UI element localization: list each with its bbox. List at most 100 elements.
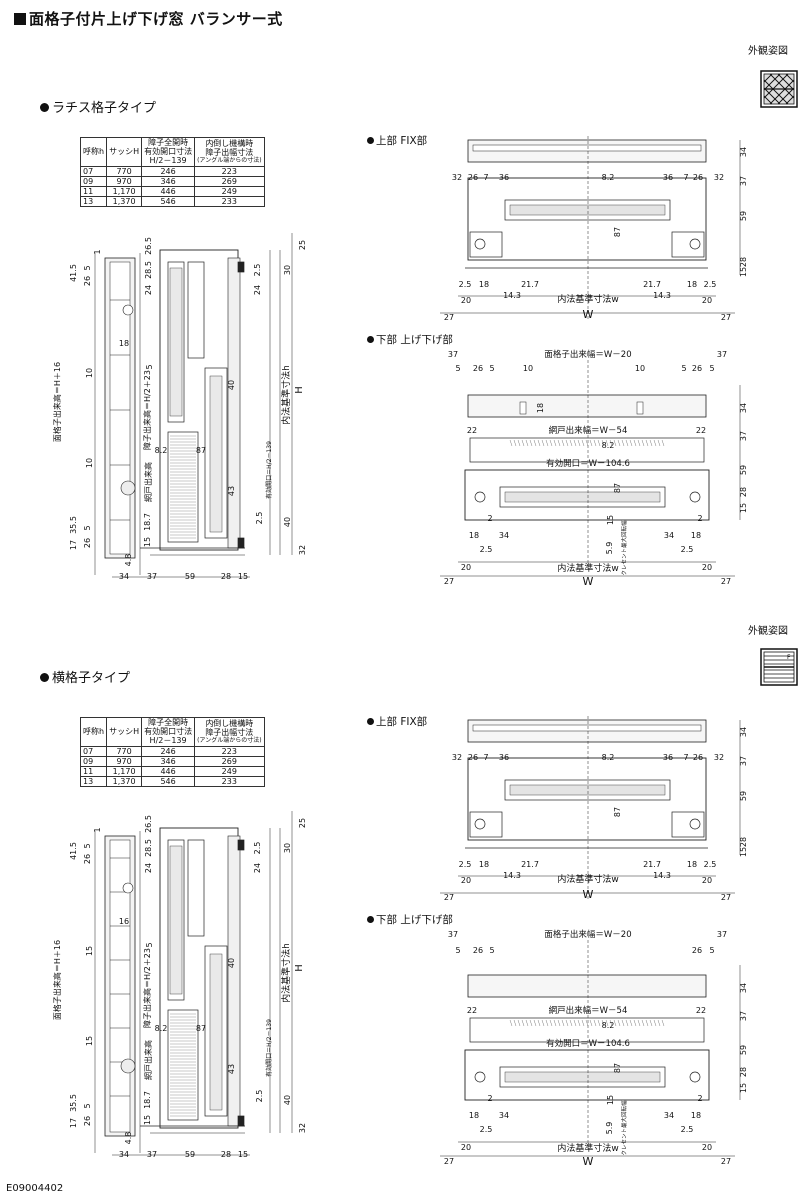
dim-label: 35.5	[69, 516, 78, 534]
screen-frame	[469, 1017, 705, 1043]
screen-mesh-line	[597, 1019, 601, 1027]
dim-label: 2.5	[480, 1125, 493, 1134]
dim-label: 37	[717, 350, 727, 359]
dim-label: 18	[687, 280, 697, 289]
cell: 1,370	[106, 196, 143, 208]
fixing-screw-icon	[237, 537, 245, 549]
screen-mesh-line	[633, 1019, 637, 1027]
screen-mesh-line	[645, 1019, 649, 1027]
bullet-icon	[40, 103, 49, 112]
sash-glass	[504, 1071, 661, 1083]
screen-mesh-line	[549, 439, 553, 447]
dim-label: 24	[253, 285, 262, 295]
dim-label: 2.5	[704, 280, 717, 289]
dim-label: 22	[467, 1006, 477, 1015]
vertical-label: 網戸出来高	[143, 1040, 153, 1080]
lower-glass	[209, 953, 223, 1111]
cell: 970	[106, 175, 143, 187]
bullet-icon	[367, 137, 374, 144]
dim-label: 7	[683, 753, 688, 762]
screen-mesh-line	[541, 439, 545, 447]
dim-label: 36	[499, 173, 509, 182]
col4-line2: 障子出幅寸法	[205, 728, 254, 738]
screen-mesh-line	[517, 439, 521, 447]
dim-label: 8.2	[155, 446, 168, 455]
dim-label: 32	[298, 1123, 307, 1133]
lower-glass	[209, 375, 223, 533]
dim-label: 18	[469, 531, 479, 540]
lower-sash-label: 下部 上げ下げ部	[376, 334, 453, 346]
dim-label: 20	[702, 876, 712, 885]
dim-label: 28.5	[144, 839, 153, 857]
dim-label: 21.7	[521, 860, 539, 869]
upper-glass	[169, 845, 183, 995]
dim-label: 17	[69, 540, 78, 550]
dim-label: 37	[717, 930, 727, 939]
dim-label: 5	[681, 364, 686, 373]
dim-label: 32	[452, 173, 462, 182]
dim-label: 10	[85, 458, 94, 468]
dim-label: 34	[739, 403, 748, 413]
jamb-circle-icon	[474, 238, 486, 250]
screen-mesh-line	[557, 439, 561, 447]
sash-frame	[464, 1049, 710, 1101]
effective-opening-label: 有効開口＝W－104.6	[546, 1038, 630, 1049]
screen-mesh-line	[653, 1019, 657, 1027]
dim-label: 2	[697, 1094, 702, 1103]
cell: 249	[194, 185, 265, 198]
dim-label: 37	[448, 930, 458, 939]
col4-line1: 内倒し機構時	[205, 719, 254, 729]
screen-mesh-line	[549, 1019, 553, 1027]
screen-mesh-line	[649, 439, 653, 447]
jamb-circle-icon	[689, 491, 701, 503]
dim-label: 26	[693, 173, 703, 182]
grille-post	[636, 401, 644, 415]
screen-mesh-line	[513, 1019, 517, 1027]
screen-mesh-line	[537, 439, 541, 447]
col-header-sash: サッシH	[106, 137, 143, 167]
inner-width-label: 内法基準寸法w	[557, 1142, 618, 1154]
dim-label: 15	[238, 1150, 248, 1159]
dim-label: 40	[227, 958, 236, 968]
grille-top-inner	[472, 724, 702, 732]
dim-label: 5	[455, 946, 460, 955]
screen-mesh-line	[657, 1019, 661, 1027]
bullet-icon	[40, 673, 49, 682]
dim-label: 14.3	[503, 291, 521, 300]
screen-mesh-line	[509, 1019, 513, 1027]
dim-label: 7	[683, 173, 688, 182]
dim-label: 26	[468, 753, 478, 762]
crescent-label: クレセント最大回転幅	[620, 520, 628, 576]
screen-mesh-line	[589, 1019, 593, 1027]
col3-line1: 障子全開時	[148, 138, 189, 147]
screen-mesh-line	[629, 439, 633, 447]
screen-mesh-line	[529, 439, 533, 447]
dim-label: 17	[69, 1118, 78, 1128]
dim-label: 36	[663, 753, 673, 762]
vertical-label: H	[294, 386, 305, 394]
screen-mesh-line	[521, 1019, 525, 1027]
dim-label: 37	[739, 431, 748, 441]
dim-label: 28	[739, 837, 748, 847]
cell: 269	[194, 175, 265, 187]
screen-mesh-line	[577, 1019, 581, 1027]
dim-label: 87	[613, 807, 622, 817]
dim-label: 15	[85, 946, 94, 956]
screen-mesh-line	[645, 439, 649, 447]
dim-label: 15	[143, 537, 152, 547]
dim-label: 20	[702, 563, 712, 572]
screen-mesh-line	[545, 439, 549, 447]
dim-label: 18	[479, 280, 489, 289]
dim-label: 5.9	[605, 542, 614, 555]
screen-mesh-line	[565, 1019, 569, 1027]
title-text: 面格子付片上げ下げ窓 バランサー式	[29, 10, 283, 28]
dim-label: 21.7	[643, 860, 661, 869]
cell: 970	[106, 755, 143, 767]
dim-label: 87	[613, 483, 622, 493]
dim-label: 22	[696, 426, 706, 435]
